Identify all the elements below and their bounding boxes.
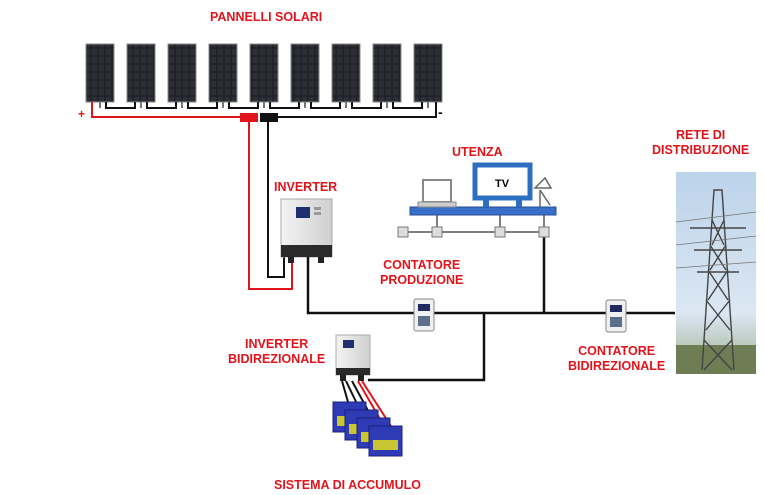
solar-panels-label: PANNELLI SOLARI <box>210 10 323 24</box>
battery <box>368 425 403 457</box>
tv-label: TV <box>495 178 510 190</box>
production-meter-label-line2: PRODUZIONE <box>380 273 464 287</box>
bidirectional-inverter-label-line1: INVERTER <box>245 337 309 351</box>
polarity-plus-label: + <box>78 107 85 121</box>
inverter-label: INVERTER <box>274 180 338 194</box>
storage-system-label: SISTEMA DI ACCUMULO <box>274 478 421 492</box>
solar-panel <box>167 43 197 108</box>
polarity-minus-label: - <box>438 104 443 120</box>
socket <box>494 226 506 238</box>
grid-label-line2: DISTRIBUZIONE <box>652 143 750 157</box>
solar-panel <box>249 43 279 108</box>
production-meter <box>413 298 435 332</box>
lamp-icon <box>533 176 553 207</box>
utenza-label: UTENZA <box>452 145 503 159</box>
battery-bank <box>332 401 403 457</box>
solar-panel <box>126 43 156 108</box>
dc-connector-positive <box>240 113 258 122</box>
bidirectional-inverter <box>335 334 371 381</box>
socket <box>397 226 409 238</box>
dc-wire-positive <box>248 122 293 290</box>
bidirectional-meter-label-line1: CONTATORE <box>578 344 656 358</box>
solar-panel <box>331 43 361 108</box>
tv-icon: TV <box>472 162 533 207</box>
production-meter-label: CONTATORE PRODUZIONE <box>380 258 463 288</box>
home-load-network: TV <box>397 162 557 238</box>
bidirectional-inverter-label: INVERTER BIDIREZIONALE <box>228 337 325 367</box>
inverter <box>280 198 333 263</box>
solar-panel <box>85 43 115 108</box>
bidirectional-inverter-label-line2: BIDIREZIONALE <box>228 352 326 366</box>
solar-panel <box>413 43 443 108</box>
computer-icon <box>417 179 457 208</box>
dc-wire-negative <box>267 122 285 278</box>
transmission-tower-image <box>675 172 757 374</box>
bidirectional-meter <box>605 299 627 333</box>
panel-string-wiring <box>91 102 437 118</box>
socket <box>538 226 550 238</box>
solar-panel <box>290 43 320 108</box>
dc-connector-negative <box>260 113 278 122</box>
socket <box>431 226 443 238</box>
ac-wiring <box>306 232 675 382</box>
solar-panel <box>372 43 402 108</box>
production-meter-label-line1: CONTATORE <box>383 258 461 272</box>
bidirectional-meter-label-line2: BIDIREZIONALE <box>568 359 666 373</box>
grid-label: RETE DI DISTRIBUZIONE <box>652 128 749 158</box>
solar-panel-array <box>85 43 443 108</box>
solar-panel <box>208 43 238 108</box>
grid-label-line1: RETE DI <box>675 128 726 142</box>
bidirectional-meter-label: CONTATORE BIDIREZIONALE <box>568 344 665 374</box>
